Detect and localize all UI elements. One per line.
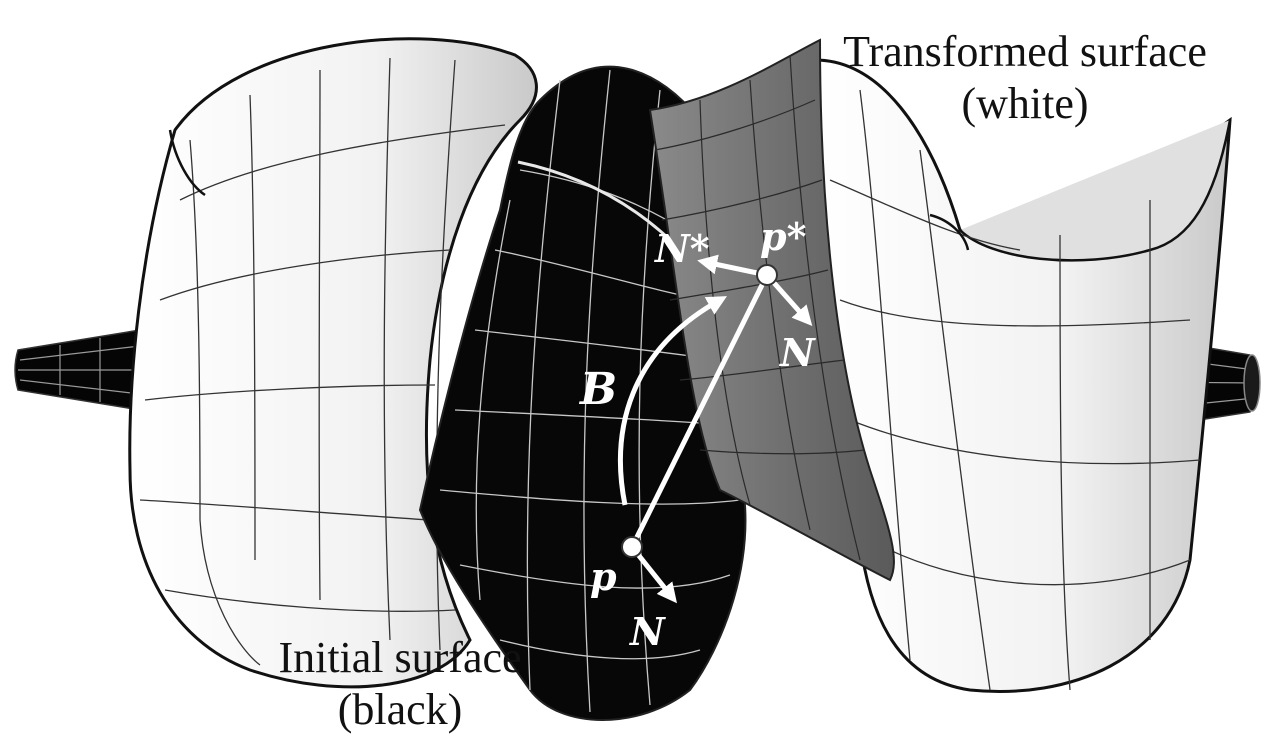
label-n-star: N*: [654, 226, 710, 271]
point-p: [621, 536, 643, 558]
initial-caption-line1: Initial surface: [278, 633, 522, 682]
label-pstar: p*: [760, 214, 807, 259]
point-pstar: [756, 264, 778, 286]
label-n-transformed: N: [779, 330, 816, 375]
initial-caption-line2: (black): [337, 685, 463, 734]
label-n-initial: N: [629, 609, 666, 654]
p-to-pstar-line: [629, 273, 770, 549]
initial-surface-black: [418, 65, 747, 721]
left-spike: [14, 329, 141, 411]
transform-b-arrow: [618, 296, 727, 506]
label-p: p: [590, 554, 617, 599]
annotations: p p* N N N* B: [578, 214, 816, 654]
transformed-caption-line1: Transformed surface: [843, 27, 1207, 76]
label-b: B: [578, 364, 617, 415]
transformed-surface-caption: Transformed surface (white): [800, 26, 1250, 130]
initial-surface-caption: Initial surface (black): [240, 632, 560, 736]
left-white-flare: [128, 37, 538, 689]
right-white-flare: [813, 58, 1232, 693]
transformed-caption-line2: (white): [961, 79, 1089, 128]
